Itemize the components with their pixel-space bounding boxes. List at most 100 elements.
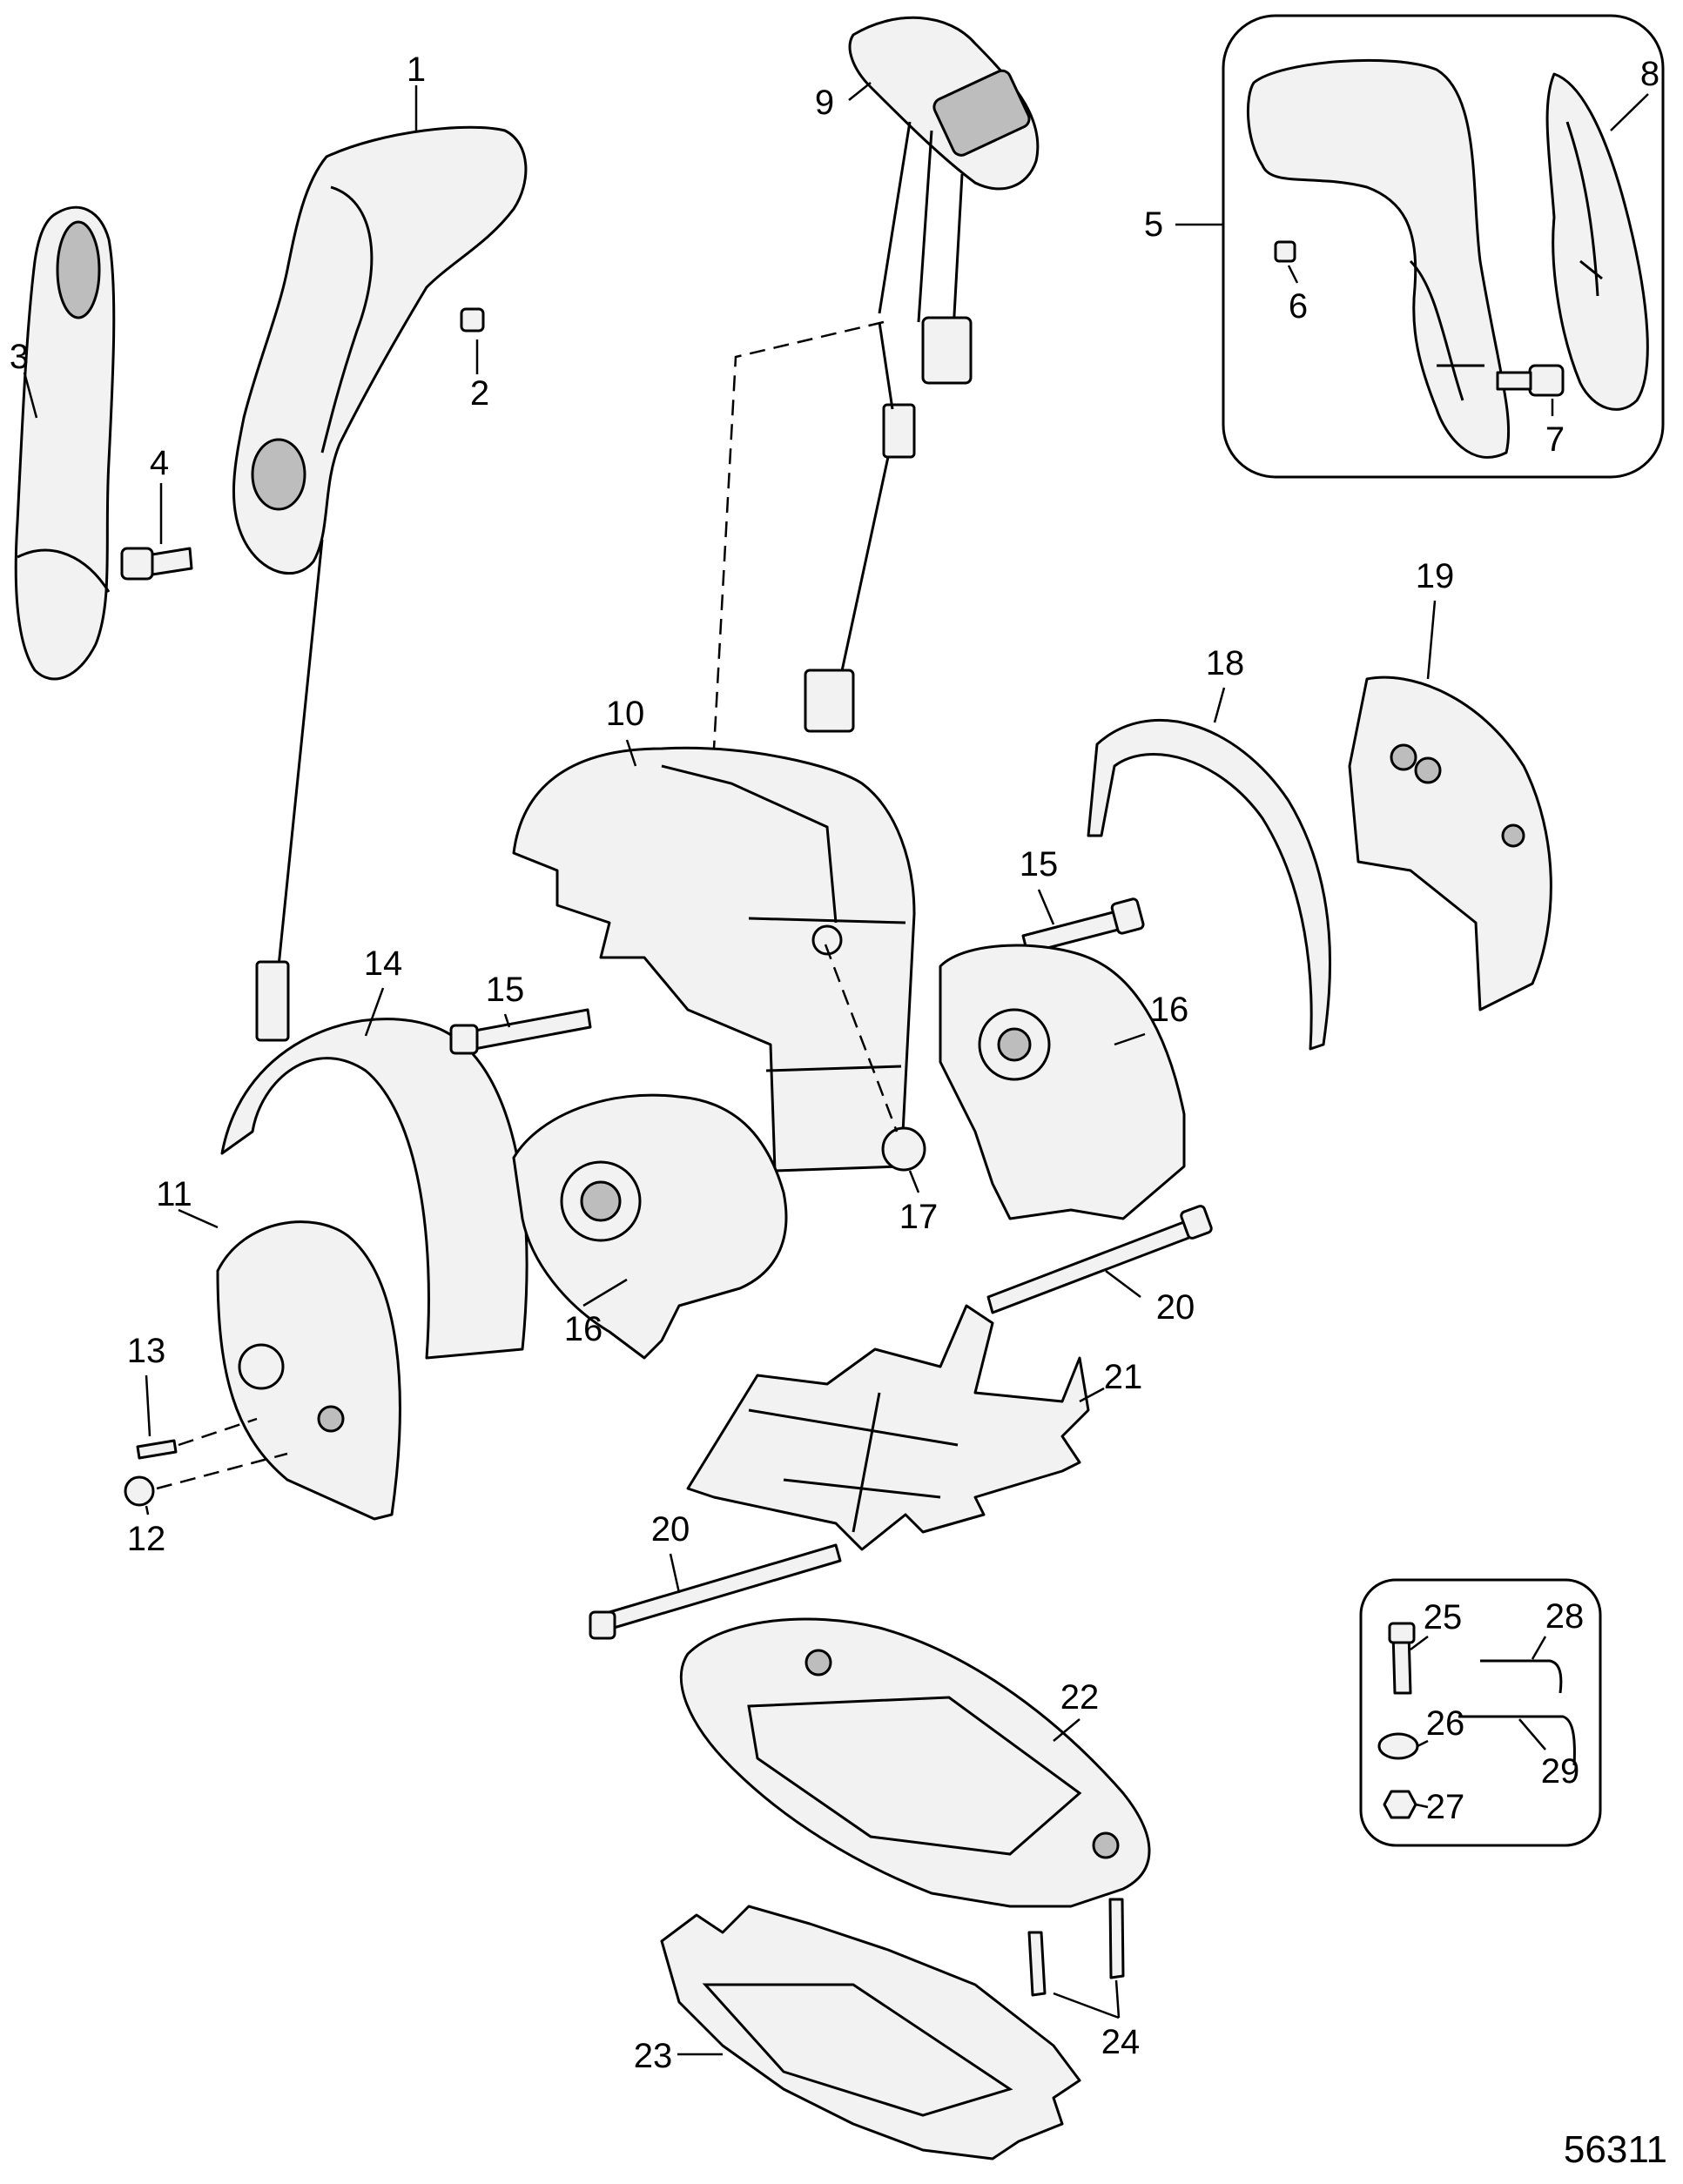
leader-15a bbox=[503, 1013, 511, 1028]
handle-cover-kit bbox=[1247, 58, 1511, 459]
handle-1-pivot bbox=[251, 438, 306, 511]
bolt-7-head bbox=[1528, 364, 1565, 397]
leader-20a bbox=[1105, 1270, 1141, 1298]
washer-26 bbox=[1377, 1732, 1419, 1760]
arc-cover-14 bbox=[220, 1018, 528, 1360]
nut-27 bbox=[1383, 1790, 1417, 1819]
bracket-21-detail bbox=[748, 1392, 959, 1533]
bolt-4-shank bbox=[151, 547, 193, 576]
callout-3: 3 bbox=[9, 338, 30, 376]
leader-10 bbox=[625, 739, 637, 767]
callout-11: 11 bbox=[156, 1175, 192, 1213]
bolt-15-left bbox=[468, 1008, 592, 1051]
callout-14: 14 bbox=[363, 944, 403, 983]
actuator-16-left bbox=[512, 1093, 788, 1360]
bolt-15-right-head bbox=[1110, 897, 1145, 935]
trim-handle-9-buttons bbox=[932, 69, 1031, 157]
callout-13: 13 bbox=[126, 1332, 166, 1370]
callout-28: 28 bbox=[1545, 1597, 1585, 1636]
leader-8 bbox=[1610, 93, 1649, 131]
actuator-16-right bbox=[939, 944, 1186, 1220]
hex-key-29 bbox=[1458, 1715, 1576, 1766]
side-plate-19-bolt-c bbox=[1501, 823, 1525, 848]
handle-cover-detail bbox=[1409, 259, 1484, 401]
bolt-7-shank bbox=[1496, 371, 1532, 391]
callout-15-right: 15 bbox=[1019, 845, 1059, 884]
side-cover-3-seam bbox=[17, 548, 111, 593]
leader-18 bbox=[1213, 687, 1226, 723]
callout-16-right: 16 bbox=[1149, 991, 1189, 1029]
trim-handle-9-connector-b bbox=[882, 403, 916, 459]
bolt-20-upper-head bbox=[1180, 1205, 1213, 1240]
trim-handle-9-shafts bbox=[878, 121, 964, 332]
leader-22 bbox=[1053, 1718, 1080, 1742]
side-plate-11-bolt bbox=[317, 1405, 345, 1433]
trim-handle-9-plug bbox=[804, 669, 855, 733]
callout-16-left: 16 bbox=[563, 1310, 603, 1348]
handle-1-cable bbox=[277, 539, 324, 967]
main-housing-10-hole bbox=[811, 924, 843, 956]
leader-14 bbox=[364, 987, 385, 1037]
base-housing-22-inner bbox=[747, 1696, 1082, 1856]
side-trim-kit bbox=[1545, 72, 1649, 411]
side-cover-3 bbox=[14, 205, 116, 681]
base-housing-22 bbox=[679, 1617, 1151, 1908]
leader-15b bbox=[1037, 889, 1055, 925]
callout-23: 23 bbox=[633, 2037, 673, 2075]
screw-6 bbox=[1274, 240, 1296, 263]
side-trim-detail bbox=[1565, 121, 1603, 297]
actuator-16-right-bore bbox=[997, 1027, 1032, 1062]
screw-25-head bbox=[1388, 1622, 1416, 1644]
hex-key-28 bbox=[1480, 1659, 1563, 1694]
leader-26 bbox=[1417, 1739, 1429, 1748]
callout-24: 24 bbox=[1101, 2023, 1141, 2061]
screw-13 bbox=[136, 1439, 178, 1460]
callout-27: 27 bbox=[1425, 1788, 1465, 1826]
leader-20b bbox=[669, 1553, 681, 1594]
actuator-16-left-bore bbox=[580, 1180, 622, 1222]
callout-20-lower: 20 bbox=[650, 1510, 690, 1549]
leader-9 bbox=[848, 82, 872, 101]
leader-12 bbox=[145, 1505, 150, 1515]
leader-16a bbox=[582, 1278, 628, 1307]
base-housing-22-boss-b bbox=[1092, 1831, 1120, 1859]
side-plate-19-bolt-b bbox=[1414, 756, 1442, 784]
clip-17 bbox=[881, 1126, 926, 1172]
alignment-dashed-line bbox=[712, 320, 885, 749]
leader-17 bbox=[908, 1170, 920, 1193]
callout-4: 4 bbox=[149, 444, 170, 482]
leader-27 bbox=[1415, 1803, 1429, 1809]
callout-20-upper: 20 bbox=[1155, 1288, 1195, 1327]
callout-21: 21 bbox=[1103, 1358, 1143, 1396]
main-housing-10-detail bbox=[661, 764, 906, 1072]
bolt-15-left-head bbox=[449, 1024, 479, 1055]
callout-10: 10 bbox=[605, 695, 645, 733]
callout-19: 19 bbox=[1415, 557, 1455, 595]
clip-17-dashed bbox=[824, 944, 899, 1132]
pin-24-b bbox=[1108, 1898, 1125, 1979]
callout-29: 29 bbox=[1540, 1752, 1580, 1791]
handle-1-connector bbox=[255, 960, 290, 1042]
callout-12: 12 bbox=[126, 1520, 166, 1558]
bracket-21 bbox=[686, 1304, 1090, 1551]
callout-15-left: 15 bbox=[485, 971, 525, 1009]
leader-6 bbox=[1287, 265, 1299, 284]
control-handle-1 bbox=[232, 125, 528, 575]
leader-11 bbox=[178, 1208, 219, 1229]
callout-18: 18 bbox=[1205, 644, 1245, 682]
figure-id: 56311 bbox=[1563, 2128, 1667, 2171]
bolt-4-head bbox=[120, 547, 154, 581]
side-plate-19-bolt-a bbox=[1390, 743, 1417, 771]
base-housing-22-boss-a bbox=[804, 1649, 832, 1677]
callout-2: 2 bbox=[469, 374, 490, 413]
callout-7: 7 bbox=[1545, 420, 1565, 459]
trim-handle-9-cable bbox=[838, 321, 894, 680]
arc-cover-18 bbox=[1087, 718, 1332, 1051]
bolt-20-lower bbox=[599, 1543, 842, 1632]
handle-1-detail bbox=[320, 185, 374, 454]
trim-handle-9-connector-a bbox=[921, 316, 973, 385]
callout-26: 26 bbox=[1425, 1704, 1465, 1743]
leader-25 bbox=[1410, 1636, 1429, 1650]
leader-3 bbox=[23, 372, 38, 419]
